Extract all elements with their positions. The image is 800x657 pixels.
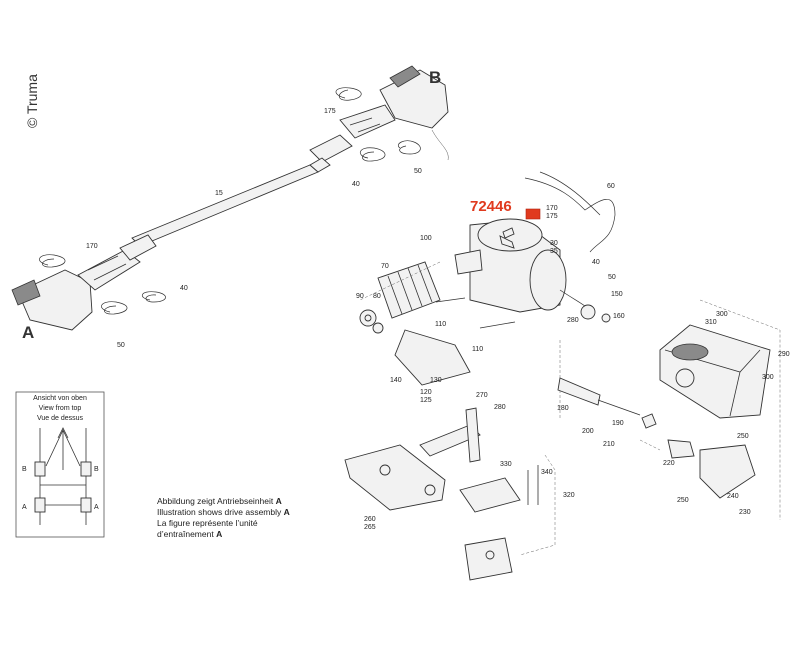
part-number-label: 50 (117, 342, 125, 349)
part-number-label: 50 (414, 168, 422, 175)
part-number-label: 60 (607, 183, 615, 190)
motor-group (359, 171, 616, 420)
part-number-label: 110 (472, 346, 483, 353)
part-number-label: 175 (546, 213, 558, 220)
part-number-label: 280 (494, 404, 506, 411)
part-number-label: 130 (430, 377, 442, 384)
part-number-label: 180 (557, 405, 569, 412)
highlight-part-number: 72446 (470, 198, 512, 215)
part-number-label: 35 (550, 248, 558, 255)
mounting-bracket-group (344, 407, 556, 581)
highlighted-part-marker (525, 208, 541, 220)
part-number-label: 170 (86, 243, 98, 250)
part-number-label: 140 (390, 377, 402, 384)
cross-tube (131, 157, 331, 247)
part-number-label: 15 (215, 190, 223, 197)
part-number-label: 210 (603, 441, 615, 448)
part-number-label: 260 (364, 516, 376, 523)
part-number-label: 150 (611, 291, 623, 298)
part-number-label: 220 (663, 460, 675, 467)
part-number-label: 40 (592, 259, 600, 266)
inset-label-a-right: A (94, 504, 99, 511)
caption-line-fr-2: d’entraînement A (157, 529, 223, 539)
inset-top-view (15, 391, 105, 538)
part-number-label: 300 (762, 374, 774, 381)
assembly-a-label: A (22, 323, 34, 342)
part-number-label: 310 (705, 319, 717, 326)
part-number-label: 265 (364, 524, 376, 531)
part-number-label: 80 (373, 293, 381, 300)
caption-line-fr-1: La figure représente l’unité (157, 518, 258, 528)
part-number-label: 240 (727, 493, 739, 500)
gearbox-cover-group (557, 299, 781, 520)
part-number-label: 270 (476, 392, 488, 399)
part-number-label: 110 (435, 321, 446, 328)
part-number-label: 330 (500, 461, 512, 468)
part-number-label: 250 (737, 433, 749, 440)
drive-assembly-a (11, 234, 166, 331)
caption-text: Abbildung zeigt Antriebseinheit A Illust… (157, 496, 290, 540)
inset-title-fr: Vue de dessus (37, 415, 84, 422)
part-number-label: 230 (739, 509, 751, 516)
part-number-label: 340 (541, 469, 553, 476)
drive-assembly-b (309, 65, 449, 163)
part-number-label: 280 (567, 317, 579, 324)
inset-label-b-right: B (94, 466, 99, 473)
part-number-label: 250 (677, 497, 689, 504)
part-number-label: 40 (180, 285, 188, 292)
caption-line-en: Illustration shows drive assembly A (157, 507, 290, 517)
part-number-label: 50 (608, 274, 616, 281)
part-number-label: 160 (613, 313, 625, 320)
inset-label-b-left: B (22, 466, 27, 473)
part-number-label: 320 (563, 492, 575, 499)
inset-title-de: Ansicht von oben (33, 395, 87, 402)
caption-line-de: Abbildung zeigt Antriebseinheit A (157, 496, 282, 506)
inset-label-a-left: A (22, 504, 27, 511)
part-number-label: 100 (420, 235, 432, 242)
part-number-label: 190 (612, 420, 624, 427)
part-number-label: 290 (778, 351, 790, 358)
part-number-label: 70 (381, 263, 389, 270)
part-number-label: 120 (420, 389, 432, 396)
assembly-b-label: B (429, 68, 441, 87)
part-number-label: 300 (716, 311, 728, 318)
inset-title-en: View from top (39, 405, 82, 412)
part-number-label: 40 (352, 181, 360, 188)
part-number-label: 170 (546, 205, 558, 212)
part-number-label: 200 (582, 428, 594, 435)
part-number-label: 125 (420, 397, 432, 404)
part-number-label: 90 (356, 293, 364, 300)
part-number-label: 175 (324, 108, 336, 115)
part-number-label: 30 (550, 240, 558, 247)
